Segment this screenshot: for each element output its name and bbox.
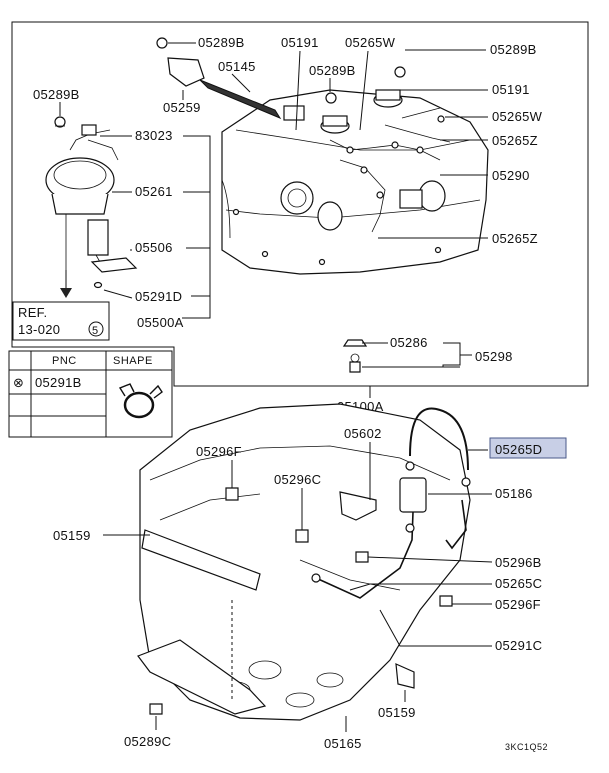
label-05165: 05165: [324, 736, 362, 751]
label-05145: 05145: [218, 59, 256, 74]
lower-leader-lines: [103, 442, 493, 732]
label-05289B-d: 05289B: [33, 87, 80, 102]
label-05191-a: 05191: [281, 35, 319, 50]
label-05265W-b: 05265W: [492, 109, 543, 124]
label-05191-b: 05191: [492, 82, 530, 97]
label-05602: 05602: [344, 426, 382, 441]
label-05261: 05261: [135, 184, 173, 199]
label-83023: 83023: [135, 128, 173, 143]
upper-fuel-tank: [167, 57, 489, 275]
lower-fuel-tank: [137, 403, 471, 721]
label-05296F-b: 05296F: [495, 597, 541, 612]
label-05265D-highlight: [489, 437, 567, 459]
label-05186: 05186: [495, 486, 533, 501]
label-05506: 05506: [135, 240, 173, 255]
label-05265C: 05265C: [495, 576, 542, 591]
ref-box: REF. 13-020 5: [12, 301, 110, 341]
clamp-shape-icon: [118, 383, 163, 419]
label-05159-a: 05159: [53, 528, 91, 543]
table-header-shape: SHAPE: [113, 355, 153, 367]
label-05291D: 05291D: [135, 289, 182, 304]
label-05159-b: 05159: [378, 705, 416, 720]
upper-labels: 05289B 05191 05265W 05289B 05145 05289B …: [33, 35, 543, 414]
table-row-symbol: ⊗: [13, 375, 24, 390]
pnc-shape-table: PNC SHAPE ⊗ 05291B: [8, 350, 173, 438]
label-05289B-c: 05289B: [309, 63, 356, 78]
label-05289B-b: 05289B: [490, 42, 537, 57]
label-05265D: 05265D: [495, 442, 542, 457]
label-05286: 05286: [390, 335, 428, 350]
label-05265Z-a: 05265Z: [492, 133, 538, 148]
upper-leader-lines: [59, 42, 488, 398]
label-05500A: 05500A: [137, 315, 184, 330]
lower-labels: 05602 05265D 05296F 05296C 05186 05159 0…: [53, 426, 567, 752]
label-05290: 05290: [492, 168, 530, 183]
label-05291C: 05291C: [495, 638, 542, 653]
table-header-pnc: PNC: [52, 355, 77, 367]
label-05298: 05298: [475, 349, 513, 364]
label-05296B: 05296B: [495, 555, 542, 570]
fuel-pump-module: [45, 116, 138, 298]
upper-frame: [11, 21, 589, 387]
label-05289B-a: 05289B: [198, 35, 245, 50]
label-05296F-a: 05296F: [196, 444, 242, 459]
upper-fasteners: [156, 37, 445, 373]
ref-circle-number: 5: [92, 325, 98, 337]
diagram-code: 3KC1Q52: [505, 742, 548, 752]
label-05289C: 05289C: [124, 734, 171, 749]
table-row-pnc: 05291B: [35, 375, 82, 390]
label-05265Z-b: 05265Z: [492, 231, 538, 246]
label-05296C: 05296C: [274, 472, 321, 487]
label-05265W-a: 05265W: [345, 35, 396, 50]
label-05259: 05259: [163, 100, 201, 115]
ref-line-2: 13-020: [18, 322, 60, 337]
ref-line-1: REF.: [18, 305, 47, 320]
